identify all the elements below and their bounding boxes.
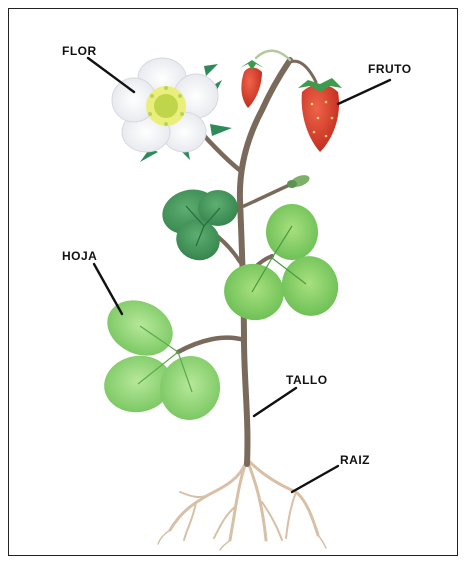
roots bbox=[158, 462, 326, 550]
fruit-right bbox=[298, 78, 342, 152]
label-stem: TALLO bbox=[286, 373, 328, 387]
leader-fruit bbox=[338, 80, 390, 104]
leader-stem bbox=[254, 388, 296, 416]
leader-flower bbox=[88, 58, 134, 92]
label-fruit: FRUTO bbox=[368, 62, 412, 76]
label-leaf: HOJA bbox=[62, 249, 97, 263]
leaf-right bbox=[218, 204, 345, 327]
label-flower: FLOR bbox=[62, 44, 97, 58]
fruit-left bbox=[240, 60, 264, 108]
leaf-upper-left bbox=[157, 184, 238, 267]
leader-leaf bbox=[94, 264, 122, 314]
leader-root bbox=[292, 466, 338, 492]
label-root: RAIZ bbox=[340, 453, 370, 467]
flower-bud bbox=[287, 173, 311, 189]
leaf-lower-left bbox=[98, 290, 225, 425]
